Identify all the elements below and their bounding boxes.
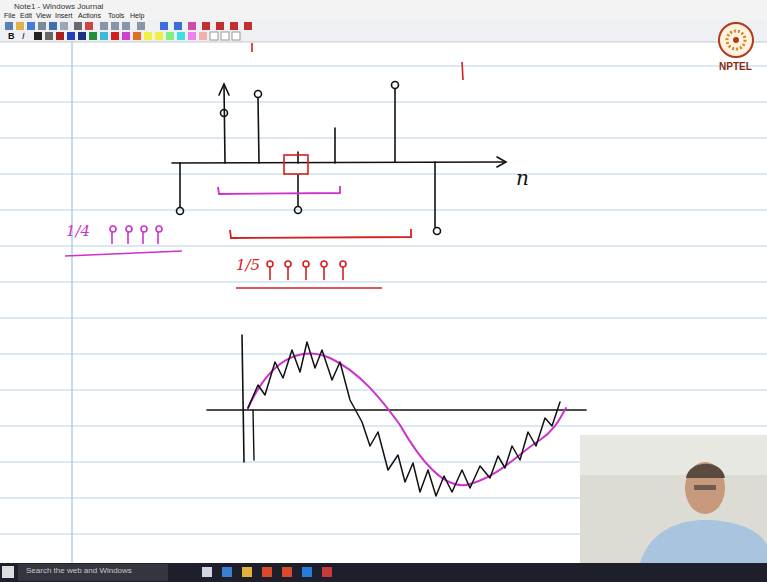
italic-button: I xyxy=(22,32,25,41)
toolbar-icons xyxy=(5,22,252,40)
red-window-box xyxy=(284,155,308,174)
window-chrome xyxy=(0,0,767,42)
logo-text: NPTEL xyxy=(719,62,752,72)
margin-line xyxy=(71,42,72,563)
signal-sketch xyxy=(207,335,586,496)
red-bracket xyxy=(230,229,411,238)
search-box xyxy=(18,564,168,581)
menu-item: Tools xyxy=(108,12,124,19)
search-placeholder: Search the web and Windows xyxy=(26,567,132,575)
filter-gain: 1/4 xyxy=(66,224,90,239)
menu-item: Insert xyxy=(55,12,73,19)
menu-item: Help xyxy=(130,12,144,19)
filter-gain: 1/5 xyxy=(236,258,260,273)
taskbar xyxy=(0,563,767,582)
toolbar-border xyxy=(0,42,767,43)
taskbar-icons xyxy=(202,567,332,577)
start-button xyxy=(2,566,14,578)
ruled-lines xyxy=(0,66,767,534)
toolbar xyxy=(0,20,767,42)
lecturer-video xyxy=(580,435,767,563)
axis-label: n xyxy=(516,168,529,188)
bold-button: B xyxy=(8,32,15,41)
window-title: Note1 - Windows Journal xyxy=(14,3,103,11)
menu-item: View xyxy=(36,12,51,19)
stem-plot xyxy=(172,82,506,235)
red-marks xyxy=(252,43,463,80)
magenta-bracket xyxy=(218,186,340,194)
menu-item: File xyxy=(4,12,15,19)
menu-item: Actions xyxy=(78,12,101,19)
nptel-logo xyxy=(719,23,753,57)
menu-item: Edit xyxy=(20,12,32,19)
